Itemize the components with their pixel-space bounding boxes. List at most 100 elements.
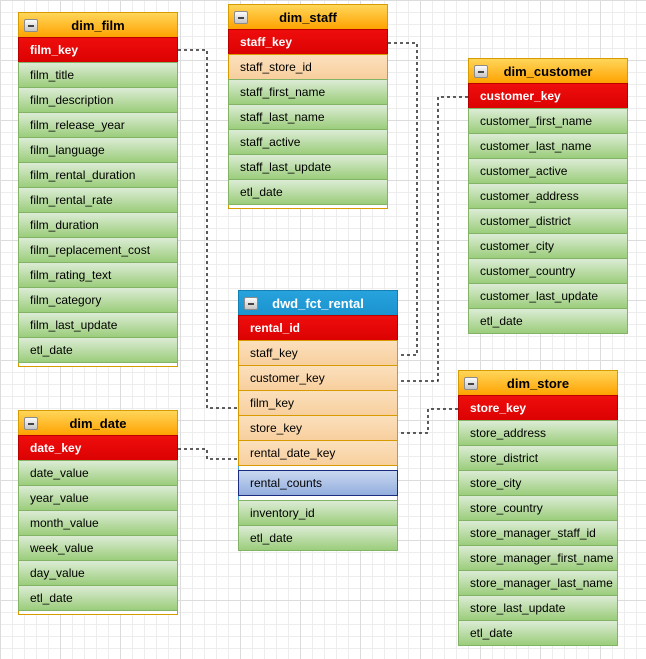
table-title: dim_staff — [279, 10, 337, 25]
field-row-customer_key[interactable]: customer_key — [238, 365, 398, 391]
field-row-rental_id[interactable]: rental_id — [238, 315, 398, 341]
field-row-staff_last_name[interactable]: staff_last_name — [228, 104, 388, 130]
field-row-customer_country[interactable]: customer_country — [468, 258, 628, 284]
field-row-staff_key[interactable]: staff_key — [238, 340, 398, 366]
field-row-rental_date_key[interactable]: rental_date_key — [238, 440, 398, 466]
connector-dim_customer.customer_key-to-dwd_fct_rental.customer_key[interactable] — [398, 96, 468, 382]
field-row-rental_counts[interactable]: rental_counts — [238, 470, 398, 496]
field-row-etl_date[interactable]: etl_date — [228, 179, 388, 205]
connector-dim_film.film_key-to-dwd_fct_rental.film_key[interactable] — [178, 49, 238, 409]
field-row-film_rental_duration[interactable]: film_rental_duration — [18, 162, 178, 188]
field-row-etl_date[interactable]: etl_date — [238, 525, 398, 551]
collapse-icon[interactable] — [24, 19, 38, 32]
field-row-film_release_year[interactable]: film_release_year — [18, 112, 178, 138]
field-row-date_key[interactable]: date_key — [18, 435, 178, 461]
field-row-store_city[interactable]: store_city — [458, 470, 618, 496]
table-title: dim_film — [71, 18, 125, 33]
table-header-dim_staff[interactable]: dim_staff — [228, 4, 388, 30]
field-label: customer_last_name — [480, 139, 592, 153]
table-header-dim_customer[interactable]: dim_customer — [468, 58, 628, 84]
field-row-film_replacement_cost[interactable]: film_replacement_cost — [18, 237, 178, 263]
field-row-film_rating_text[interactable]: film_rating_text — [18, 262, 178, 288]
field-row-week_value[interactable]: week_value — [18, 535, 178, 561]
collapse-icon[interactable] — [464, 377, 478, 390]
field-row-etl_date[interactable]: etl_date — [468, 308, 628, 334]
field-row-month_value[interactable]: month_value — [18, 510, 178, 536]
field-label: staff_store_id — [240, 60, 312, 74]
field-row-staff_first_name[interactable]: staff_first_name — [228, 79, 388, 105]
field-row-year_value[interactable]: year_value — [18, 485, 178, 511]
collapse-icon[interactable] — [24, 417, 38, 430]
field-row-film_language[interactable]: film_language — [18, 137, 178, 163]
field-label: staff_key — [240, 35, 293, 49]
field-row-staff_active[interactable]: staff_active — [228, 129, 388, 155]
table-header-dim_film[interactable]: dim_film — [18, 12, 178, 38]
field-row-customer_first_name[interactable]: customer_first_name — [468, 108, 628, 134]
field-row-inventory_id[interactable]: inventory_id — [238, 500, 398, 526]
field-row-film_rental_rate[interactable]: film_rental_rate — [18, 187, 178, 213]
field-label: staff_key — [250, 346, 298, 360]
field-label: etl_date — [250, 531, 293, 545]
field-row-customer_key[interactable]: customer_key — [468, 83, 628, 109]
field-row-store_last_update[interactable]: store_last_update — [458, 595, 618, 621]
field-row-customer_address[interactable]: customer_address — [468, 183, 628, 209]
field-row-customer_last_update[interactable]: customer_last_update — [468, 283, 628, 309]
field-row-film_last_update[interactable]: film_last_update — [18, 312, 178, 338]
field-row-store_address[interactable]: store_address — [458, 420, 618, 446]
field-label: week_value — [30, 541, 94, 555]
field-label: customer_active — [480, 164, 568, 178]
field-row-etl_date[interactable]: etl_date — [18, 585, 178, 611]
table-header-dim_store[interactable]: dim_store — [458, 370, 618, 396]
field-label: store_manager_first_name — [470, 551, 614, 565]
field-row-film_title[interactable]: film_title — [18, 62, 178, 88]
field-row-store_manager_staff_id[interactable]: store_manager_staff_id — [458, 520, 618, 546]
field-row-film_duration[interactable]: film_duration — [18, 212, 178, 238]
field-label: store_key — [470, 401, 527, 415]
field-row-store_manager_last_name[interactable]: store_manager_last_name — [458, 570, 618, 596]
collapse-icon[interactable] — [234, 11, 248, 24]
collapse-icon[interactable] — [474, 65, 488, 78]
field-row-film_category[interactable]: film_category — [18, 287, 178, 313]
field-row-store_country[interactable]: store_country — [458, 495, 618, 521]
field-row-film_key[interactable]: film_key — [238, 390, 398, 416]
field-row-store_key[interactable]: store_key — [238, 415, 398, 441]
field-label: etl_date — [30, 591, 73, 605]
field-label: etl_date — [30, 343, 73, 357]
field-label: year_value — [30, 491, 89, 505]
collapse-icon[interactable] — [244, 297, 258, 310]
table-dim_staff[interactable]: dim_staff staff_key staff_store_id staff_fi… — [228, 4, 388, 209]
field-row-film_key[interactable]: film_key — [18, 37, 178, 63]
field-row-customer_active[interactable]: customer_active — [468, 158, 628, 184]
field-label: film_language — [30, 143, 105, 157]
field-label: staff_active — [240, 135, 301, 149]
connector-dim_staff.staff_key-to-dwd_fct_rental.staff_key[interactable] — [388, 42, 418, 356]
field-row-staff_key[interactable]: staff_key — [228, 29, 388, 55]
field-label: film_rental_rate — [30, 193, 113, 207]
field-row-staff_last_update[interactable]: staff_last_update — [228, 154, 388, 180]
table-header-dwd_fct_rental[interactable]: dwd_fct_rental — [238, 290, 398, 316]
field-row-customer_last_name[interactable]: customer_last_name — [468, 133, 628, 159]
field-row-date_value[interactable]: date_value — [18, 460, 178, 486]
field-row-staff_store_id[interactable]: staff_store_id — [228, 54, 388, 80]
connector-dim_date.date_key-to-dwd_fct_rental.rental_date_key[interactable] — [178, 448, 238, 460]
field-label: film_duration — [30, 218, 99, 232]
connector-dim_store.store_key-to-dwd_fct_rental.store_key[interactable] — [398, 408, 458, 434]
field-row-store_key[interactable]: store_key — [458, 395, 618, 421]
field-label: day_value — [30, 566, 85, 580]
field-row-etl_date[interactable]: etl_date — [458, 620, 618, 646]
field-row-customer_city[interactable]: customer_city — [468, 233, 628, 259]
table-header-dim_date[interactable]: dim_date — [18, 410, 178, 436]
field-row-customer_district[interactable]: customer_district — [468, 208, 628, 234]
field-label: staff_last_update — [240, 160, 332, 174]
field-row-store_district[interactable]: store_district — [458, 445, 618, 471]
field-row-store_manager_first_name[interactable]: store_manager_first_name — [458, 545, 618, 571]
field-row-day_value[interactable]: day_value — [18, 560, 178, 586]
field-row-etl_date[interactable]: etl_date — [18, 337, 178, 363]
field-row-film_description[interactable]: film_description — [18, 87, 178, 113]
